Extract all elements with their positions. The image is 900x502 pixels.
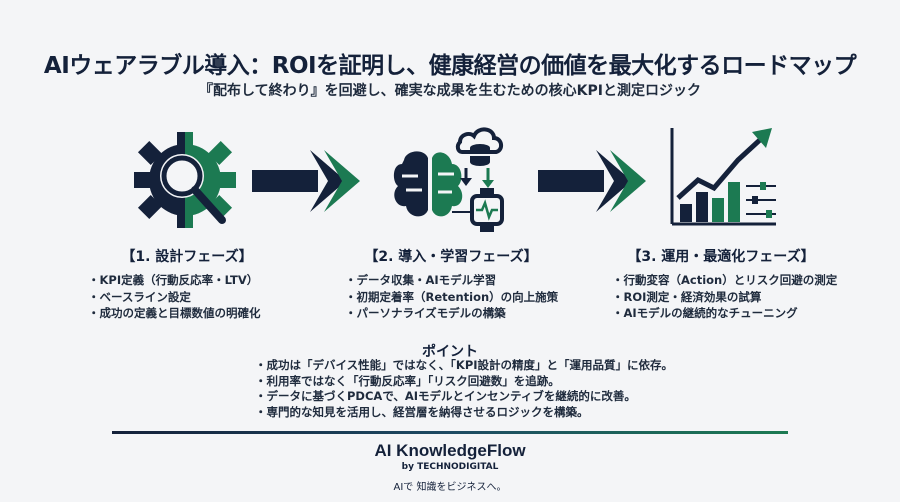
list-item: データに基づくPDCAで、AIモデルとインセンティブを継続的に改善。 — [255, 389, 673, 405]
list-item: ROI測定・経済効果の試算 — [612, 289, 837, 306]
brand-subtext: by TECHNODIGITAL — [401, 462, 499, 472]
list-item: 成功の定義と目標数値の明確化 — [88, 305, 261, 322]
brain-cloud-watch-icon — [388, 124, 520, 236]
phase-1-list: KPI定義（行動反応率・LTV） ベースライン設定 成功の定義と目標数値の明確化 — [88, 272, 261, 322]
list-item: 成功は「デバイス性能」ではなく、「KPI設計の精度」と「運用品質」に依存。 — [255, 358, 674, 374]
gear-magnifier-icon — [130, 128, 240, 236]
divider — [112, 431, 788, 434]
list-item: ベースライン設定 — [88, 289, 261, 306]
list-item: KPI定義（行動反応率・LTV） — [88, 272, 261, 289]
list-item: AIモデルの継続的なチューニング — [612, 305, 837, 322]
list-item: 初期定着率（Retention）の向上施策 — [345, 289, 559, 306]
phase-2-title: 【2. 導入・学習フェーズ】 — [364, 249, 538, 265]
tagline: AIで 知識をビジネスへ。 — [393, 482, 507, 493]
chevron-arrow-icon — [252, 150, 362, 216]
brand-logo-text: AI KnowledgeFlow — [374, 441, 526, 460]
list-item: 行動変容（Action）とリスク回避の測定 — [612, 272, 838, 289]
page-title: AIウェアラブル導入：ROIを証明し、健康経営の価値を最大化するロードマップ — [43, 53, 857, 79]
chevron-arrow-icon — [538, 150, 648, 216]
list-item: パーソナライズモデルの構築 — [345, 305, 558, 322]
phase-3-title: 【3. 運用・最適化フェーズ】 — [627, 249, 815, 265]
points-title: ポイント — [422, 344, 478, 360]
phase-3-list: 行動変容（Action）とリスク回避の測定 ROI測定・経済効果の試算 AIモデ… — [612, 272, 838, 322]
points-list: 成功は「デバイス性能」ではなく、「KPI設計の精度」と「運用品質」に依存。 利用… — [255, 358, 674, 421]
list-item: データ収集・AIモデル学習 — [345, 272, 558, 289]
growth-chart-icon — [668, 124, 780, 230]
list-item: 専門的な知見を活用し、経営層を納得させるロジックを構築。 — [255, 405, 673, 421]
phase-2-list: データ収集・AIモデル学習 初期定着率（Retention）の向上施策 パーソナ… — [345, 272, 559, 322]
list-item: 利用率ではなく「行動反応率」「リスク回避数」を追跡。 — [255, 374, 673, 390]
phase-1-title: 【1. 設計フェーズ】 — [121, 249, 253, 265]
page-subtitle: 『配布して終わり』を回避し、確実な成果を生むための核心KPIと測定ロジック — [199, 83, 701, 99]
